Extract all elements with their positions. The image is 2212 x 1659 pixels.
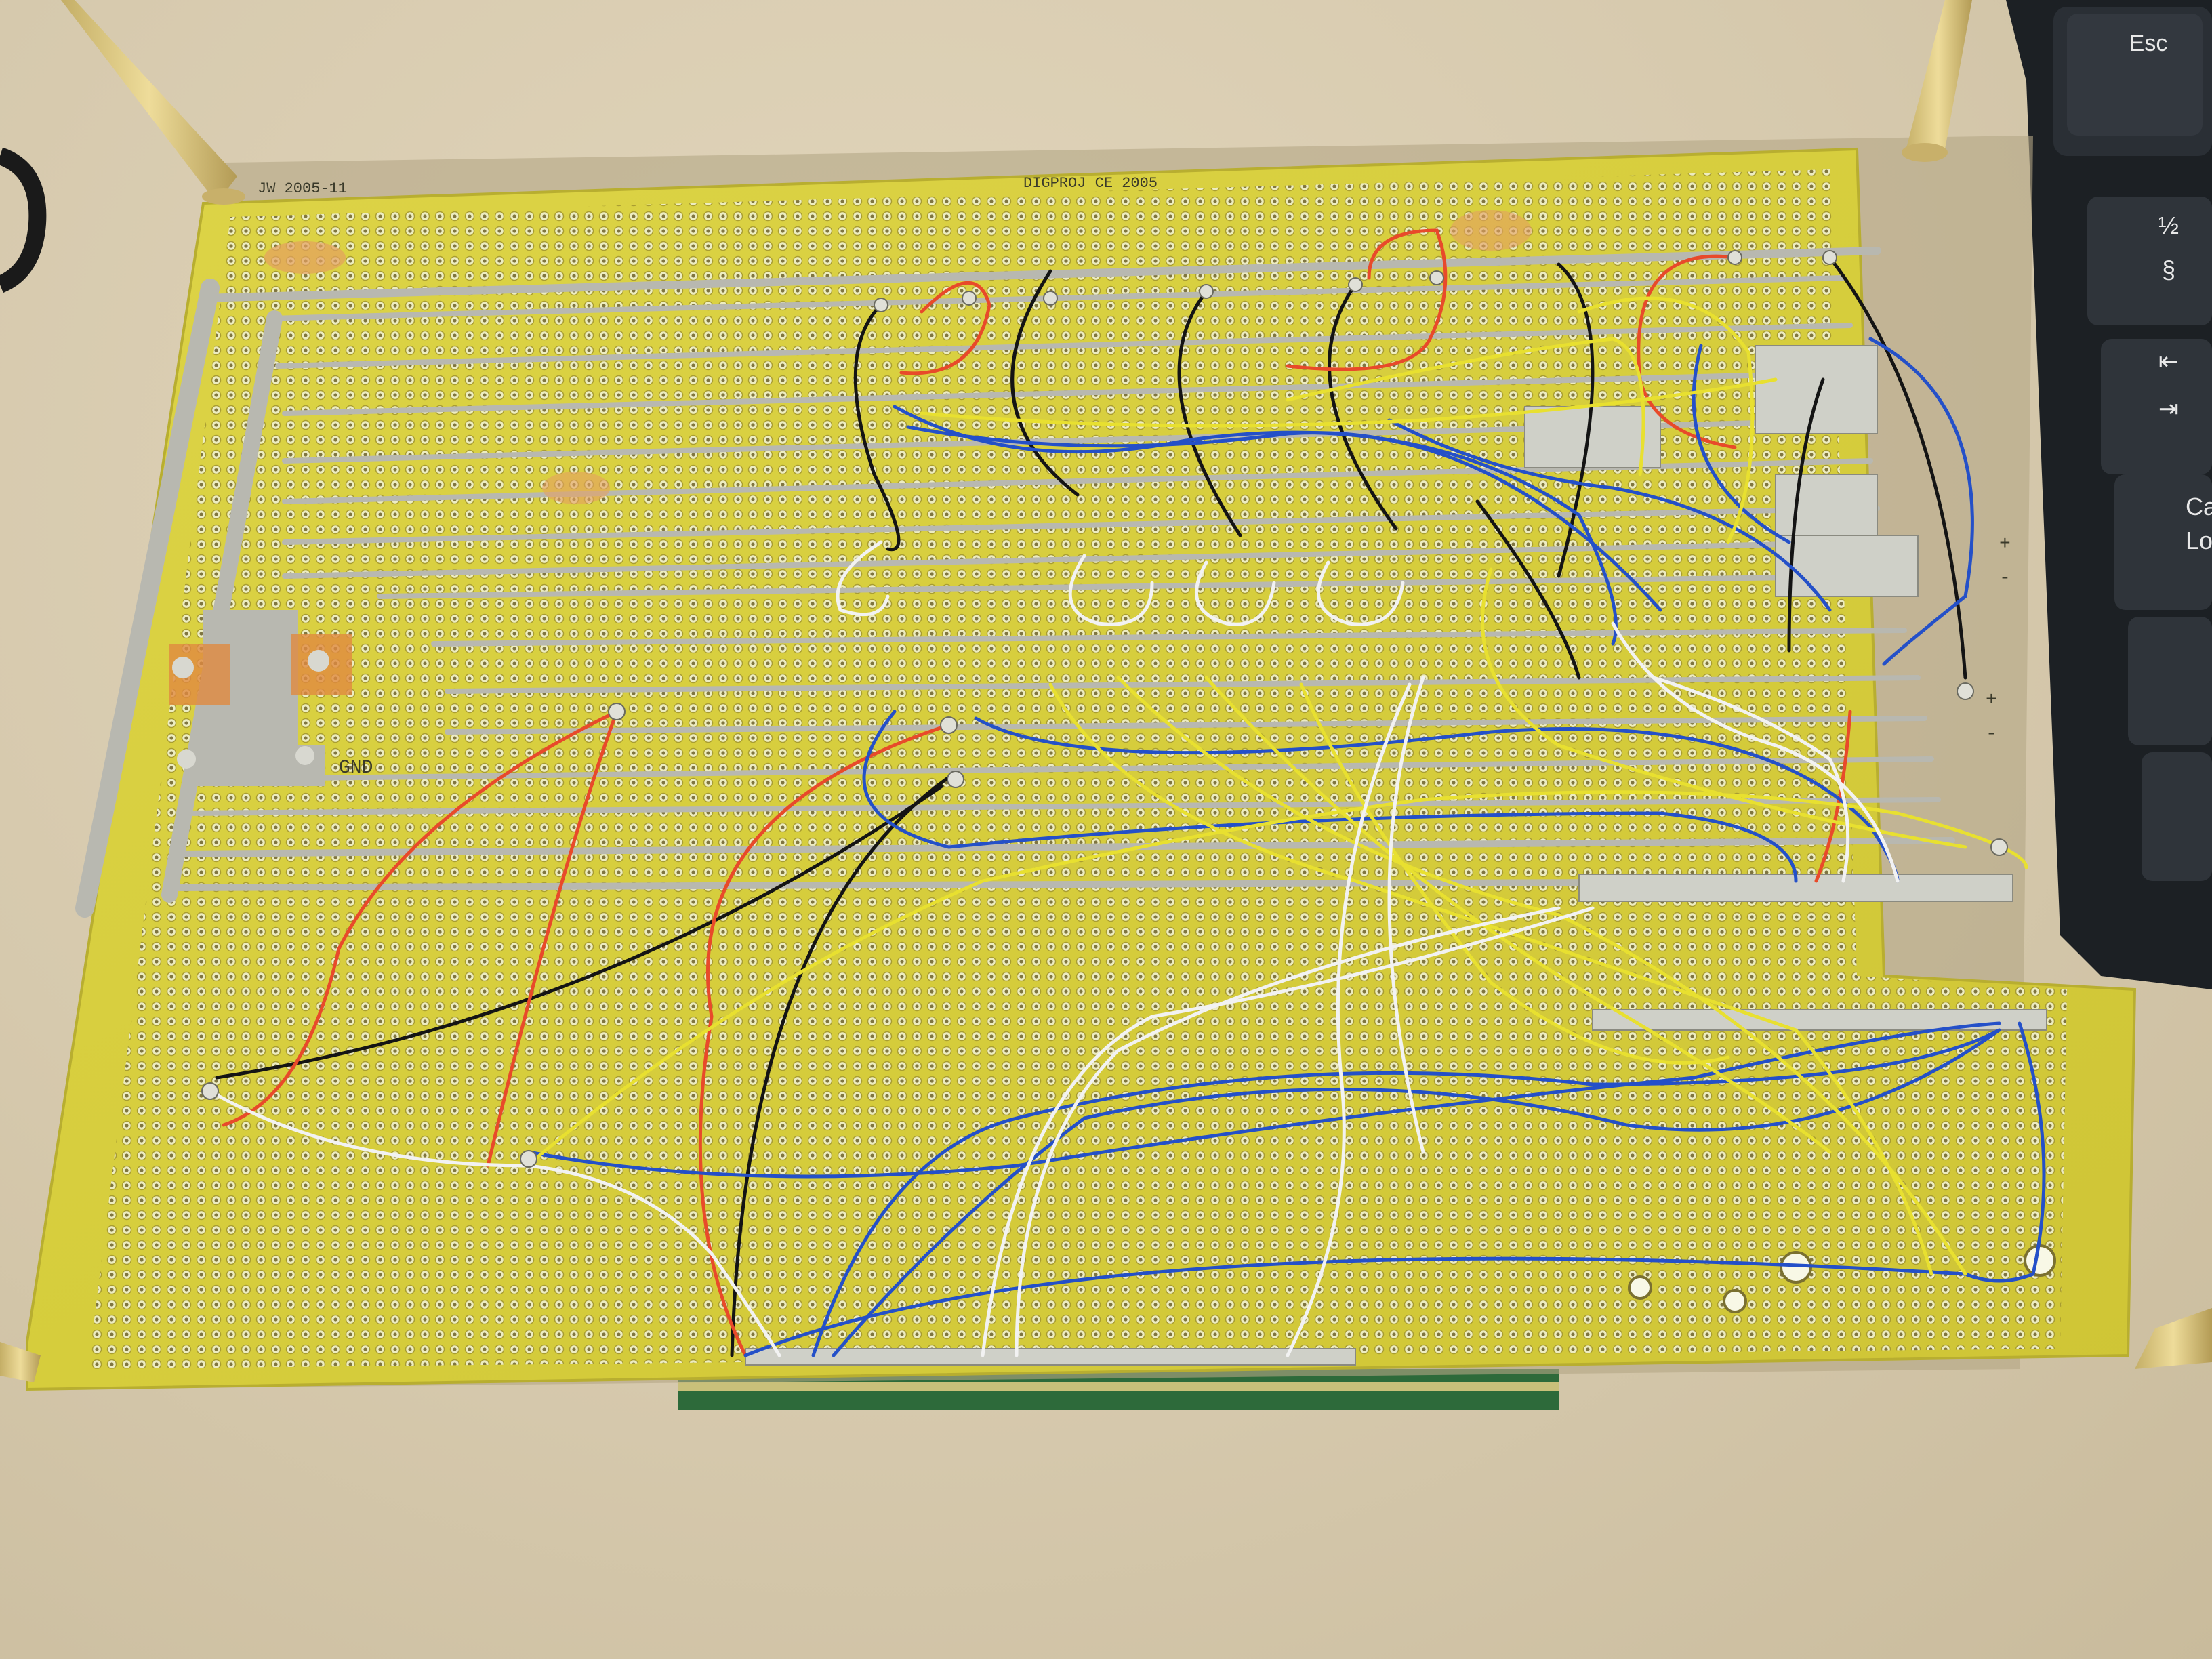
mounting-holes <box>1628 1244 2056 1313</box>
key-tab <box>2101 339 2212 474</box>
key-section-label: § <box>2162 255 2175 283</box>
copper-pads <box>169 210 1532 769</box>
copper-traces <box>75 247 1969 918</box>
key-section <box>2087 197 2212 325</box>
label-minus-2: - <box>1986 724 1997 745</box>
label-author: JW 2005-11 <box>258 180 347 197</box>
key-capslock <box>2114 474 2212 610</box>
header-pins <box>745 345 2047 1366</box>
key-tab-back-label: ⇤ <box>2158 347 2179 375</box>
usb-cable <box>0 147 47 293</box>
solder-joints <box>201 250 2008 1168</box>
key-shift <box>2128 617 2212 745</box>
key-tab-fwd-label: ⇥ <box>2158 394 2179 422</box>
label-plus-1: + <box>1999 534 2011 555</box>
key-caps-label: Ca <box>2186 493 2212 520</box>
wiring <box>208 228 2046 1357</box>
label-gnd: GND <box>339 758 373 779</box>
key-half-label: ½ <box>2158 211 2179 239</box>
label-minus-1: - <box>1999 568 2011 589</box>
key-esc-label: Esc <box>2129 30 2168 56</box>
keyboard: Esc ½ § ⇤ ⇥ Ca Lo <box>2006 0 2212 989</box>
standoffs <box>0 0 2212 1382</box>
label-project: DIGPROJ CE 2005 <box>1023 175 1158 192</box>
key-ctrl <box>2142 752 2212 881</box>
key-lock-label: Lo <box>2186 527 2212 554</box>
label-plus-2: + <box>1986 690 1997 711</box>
